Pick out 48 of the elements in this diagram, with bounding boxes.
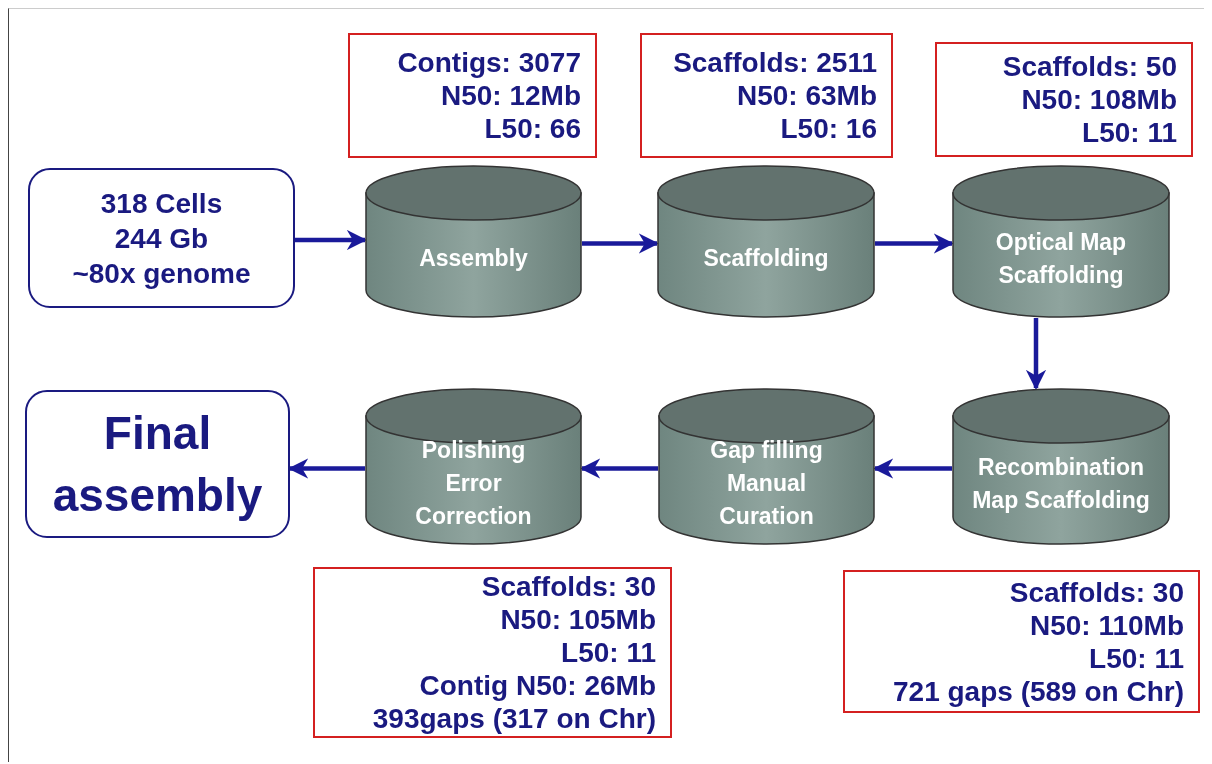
step-label: Optical Map Scaffolding <box>994 227 1128 290</box>
stat-line: Scaffolds: 30 <box>1009 575 1184 609</box>
stat-line: 721 gaps (589 on Chr) <box>893 674 1184 708</box>
stats-box <box>313 567 672 738</box>
database-cylinder <box>658 388 875 545</box>
arrow <box>582 233 660 254</box>
database-cylinder <box>365 165 582 318</box>
arrow <box>295 229 368 251</box>
stat-line: L50: 11 <box>561 636 656 669</box>
arrow <box>875 233 955 254</box>
stat-line: L50: 11 <box>1082 116 1177 149</box>
stat-line: N50: 12Mb <box>440 79 581 112</box>
step-label: Scaffolding <box>702 244 830 273</box>
stat-line: N50: 63Mb <box>736 79 877 112</box>
stat-line: Contigs: 3077 <box>397 46 581 79</box>
step-label: Assembly <box>418 244 529 273</box>
stat-line: L50: 66 <box>484 112 581 145</box>
box-text: 244 Gb <box>114 221 209 256</box>
stat-line: Contig N50: 26Mb <box>419 669 656 702</box>
stat-line: L50: 11 <box>1089 641 1184 675</box>
stat-line: L50: 16 <box>780 112 877 145</box>
output-box <box>25 390 290 538</box>
step-label: Recombination Map Scaffolding <box>971 452 1151 515</box>
stats-box <box>640 33 893 158</box>
stat-line: N50: 108Mb <box>1021 83 1177 116</box>
stats-box <box>935 42 1193 157</box>
database-cylinder <box>657 165 875 318</box>
database-cylinder <box>952 388 1170 545</box>
arrow <box>1025 318 1047 391</box>
stat-line: Scaffolds: 50 <box>1002 50 1177 83</box>
database-cylinder <box>365 388 582 545</box>
stat-line: N50: 110Mb <box>1029 608 1184 642</box>
stat-line: Scaffolds: 2511 <box>673 46 877 79</box>
step-label: Polishing Error Correction <box>414 436 533 531</box>
step-label: Gap filling Manual Curation <box>709 436 824 531</box>
stats-box <box>348 33 597 158</box>
arrow <box>873 458 952 479</box>
box-text: ~80x genome <box>72 256 251 291</box>
box-text: Final assembly <box>51 406 264 523</box>
stat-line: N50: 105Mb <box>500 603 656 636</box>
arrow <box>580 458 658 479</box>
box-text: 318 Cells <box>100 186 223 221</box>
arrow <box>288 458 365 479</box>
database-cylinder <box>952 165 1170 318</box>
stat-line: Scaffolds: 30 <box>481 570 656 603</box>
input-box <box>28 168 295 308</box>
stats-box <box>843 570 1200 713</box>
stat-line: 393gaps (317 on Chr) <box>372 702 656 735</box>
